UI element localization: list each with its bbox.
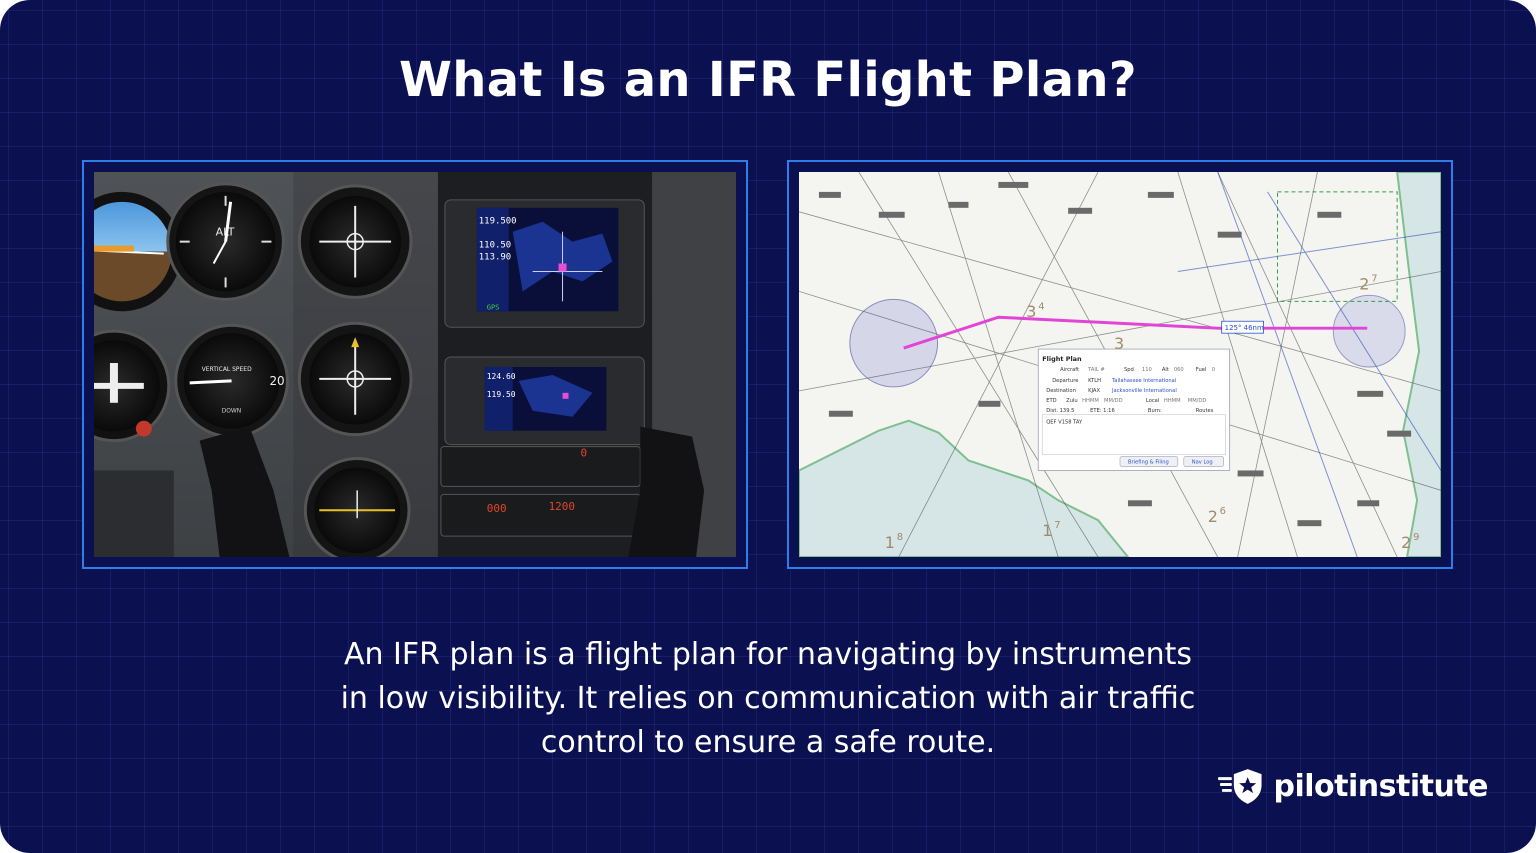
destination-code: KJAX	[1088, 388, 1100, 394]
routes-label: Routes	[1196, 408, 1214, 414]
chart-number-5: 7	[1371, 273, 1377, 284]
vertical-speed-gauge: VERTICAL SPEED DOWN 20	[174, 323, 289, 439]
attitude-indicator	[94, 191, 182, 312]
chart-number-1: 3	[1026, 302, 1036, 321]
cockpit-image-frame: ALT VERTICAL SPEED DOWN 20	[82, 160, 748, 569]
chart-number-7: 8	[897, 532, 903, 543]
turn-coordinator-gauge	[94, 329, 171, 443]
transponder-unit: 000 1200 0	[440, 446, 641, 537]
page-title: What Is an IFR Flight Plan?	[399, 52, 1137, 108]
yoke-left	[199, 426, 290, 557]
local-date: MM/DD	[1188, 398, 1207, 404]
vor1-indicator	[297, 184, 413, 299]
destination-name: Jacksonville International	[1111, 388, 1177, 394]
local-value: HHMM	[1164, 398, 1181, 404]
alt-label: ALT	[216, 226, 235, 239]
chart-number-3: 3	[1114, 334, 1124, 353]
aircraft-label: Aircraft	[1060, 367, 1079, 373]
radio2-freq-b: 119.50	[487, 390, 516, 399]
radio1-mode: GPS	[487, 303, 500, 311]
chart-number-2: 4	[1038, 301, 1044, 312]
chart-number-11: 6	[1220, 506, 1226, 517]
zulu-label: Zulu	[1066, 398, 1078, 404]
fuel-label: Fuel	[1196, 367, 1207, 373]
briefing-button-label: Briefing & Filing	[1128, 459, 1169, 465]
departure-code: KTLH	[1088, 378, 1101, 384]
chart-image-frame: 125° 46nm 3 4 3 2 7 1 8 1 7 2 6 2 9	[787, 160, 1453, 569]
down-label: DOWN	[222, 408, 242, 415]
zulu-value: HHMM	[1082, 398, 1099, 404]
transponder-left: 000	[487, 502, 507, 515]
chart-number-9: 7	[1054, 520, 1060, 531]
ete-label: ETE: 1:16	[1090, 408, 1115, 414]
adf-indicator	[303, 457, 411, 557]
chart-number-12: 2	[1401, 533, 1411, 552]
svg-text:0: 0	[580, 447, 587, 460]
route-line	[903, 315, 1368, 350]
caption-line-3: control to ensure a safe route.	[540, 725, 996, 760]
local-label: Local	[1146, 398, 1159, 404]
alt-value: 060	[1174, 367, 1184, 373]
route-label: 125° 46nm	[1225, 324, 1264, 332]
star-shield-icon	[1218, 769, 1262, 804]
navlog-button-label: Nav Log	[1192, 459, 1213, 465]
flight-plan-dialog: Flight Plan Aircraft TAIL # Spd 110 Alt …	[1037, 348, 1231, 471]
caption-line-1: An IFR plan is a flight plan for navigat…	[343, 637, 1193, 672]
brand-name: pilotinstitute	[1273, 768, 1489, 804]
departure-name: Tallahassee International	[1111, 378, 1176, 384]
caption: An IFR plan is a flight plan for navigat…	[268, 633, 1268, 765]
chart-number-4: 2	[1359, 274, 1369, 293]
speed-value: 110	[1142, 367, 1152, 373]
flight-plan-title: Flight Plan	[1042, 355, 1082, 363]
navlog-button	[1183, 456, 1224, 467]
chart-number-10: 2	[1208, 507, 1218, 526]
svg-text:20: 20	[269, 374, 284, 388]
caption-line-2: in low visibility. It relies on communic…	[340, 681, 1196, 716]
vor2-indicator	[297, 321, 413, 437]
yoke-right	[628, 426, 705, 557]
radio1-freq-a: 119.500	[479, 217, 517, 227]
speed-label: Spd	[1124, 367, 1134, 373]
ifr-enroute-chart: 125° 46nm 3 4 3 2 7 1 8 1 7 2 6 2 9	[799, 172, 1441, 557]
chart-number-13: 9	[1413, 532, 1419, 543]
altimeter-gauge: ALT	[166, 182, 285, 301]
chart-number-8: 1	[1042, 521, 1052, 540]
etd-label: ETD	[1046, 398, 1056, 404]
chart-number-6: 1	[885, 533, 895, 552]
aircraft-value: TAIL #	[1087, 367, 1105, 373]
gps-nav-com-2: 124.60 119.50	[444, 356, 645, 446]
brand-logo: pilotinstitute	[1218, 764, 1488, 808]
departure-label: Departure	[1052, 378, 1078, 384]
zulu-date: MM/DD	[1104, 398, 1123, 404]
briefing-button	[1119, 456, 1179, 467]
route-string: QEF V158 TAY	[1046, 420, 1083, 426]
burn-label: Burn:	[1148, 408, 1162, 414]
transponder-code: 1200	[549, 500, 575, 513]
alt-label-fp: Alt	[1162, 367, 1169, 373]
fuel-value: 0	[1212, 367, 1215, 373]
radio2-freq-a: 124.60	[487, 372, 516, 381]
radio1-freq-b: 110.50	[479, 241, 511, 251]
radio1-freq-c: 113.90	[479, 253, 511, 263]
destination-label: Destination	[1046, 388, 1076, 394]
cockpit-panel-photo: ALT VERTICAL SPEED DOWN 20	[94, 172, 736, 557]
vsi-label: VERTICAL SPEED	[202, 366, 252, 373]
dist-label: Dist. 139.5	[1046, 408, 1074, 414]
gps-nav-com-1: 119.500 110.50 113.90 GPS	[444, 199, 645, 328]
